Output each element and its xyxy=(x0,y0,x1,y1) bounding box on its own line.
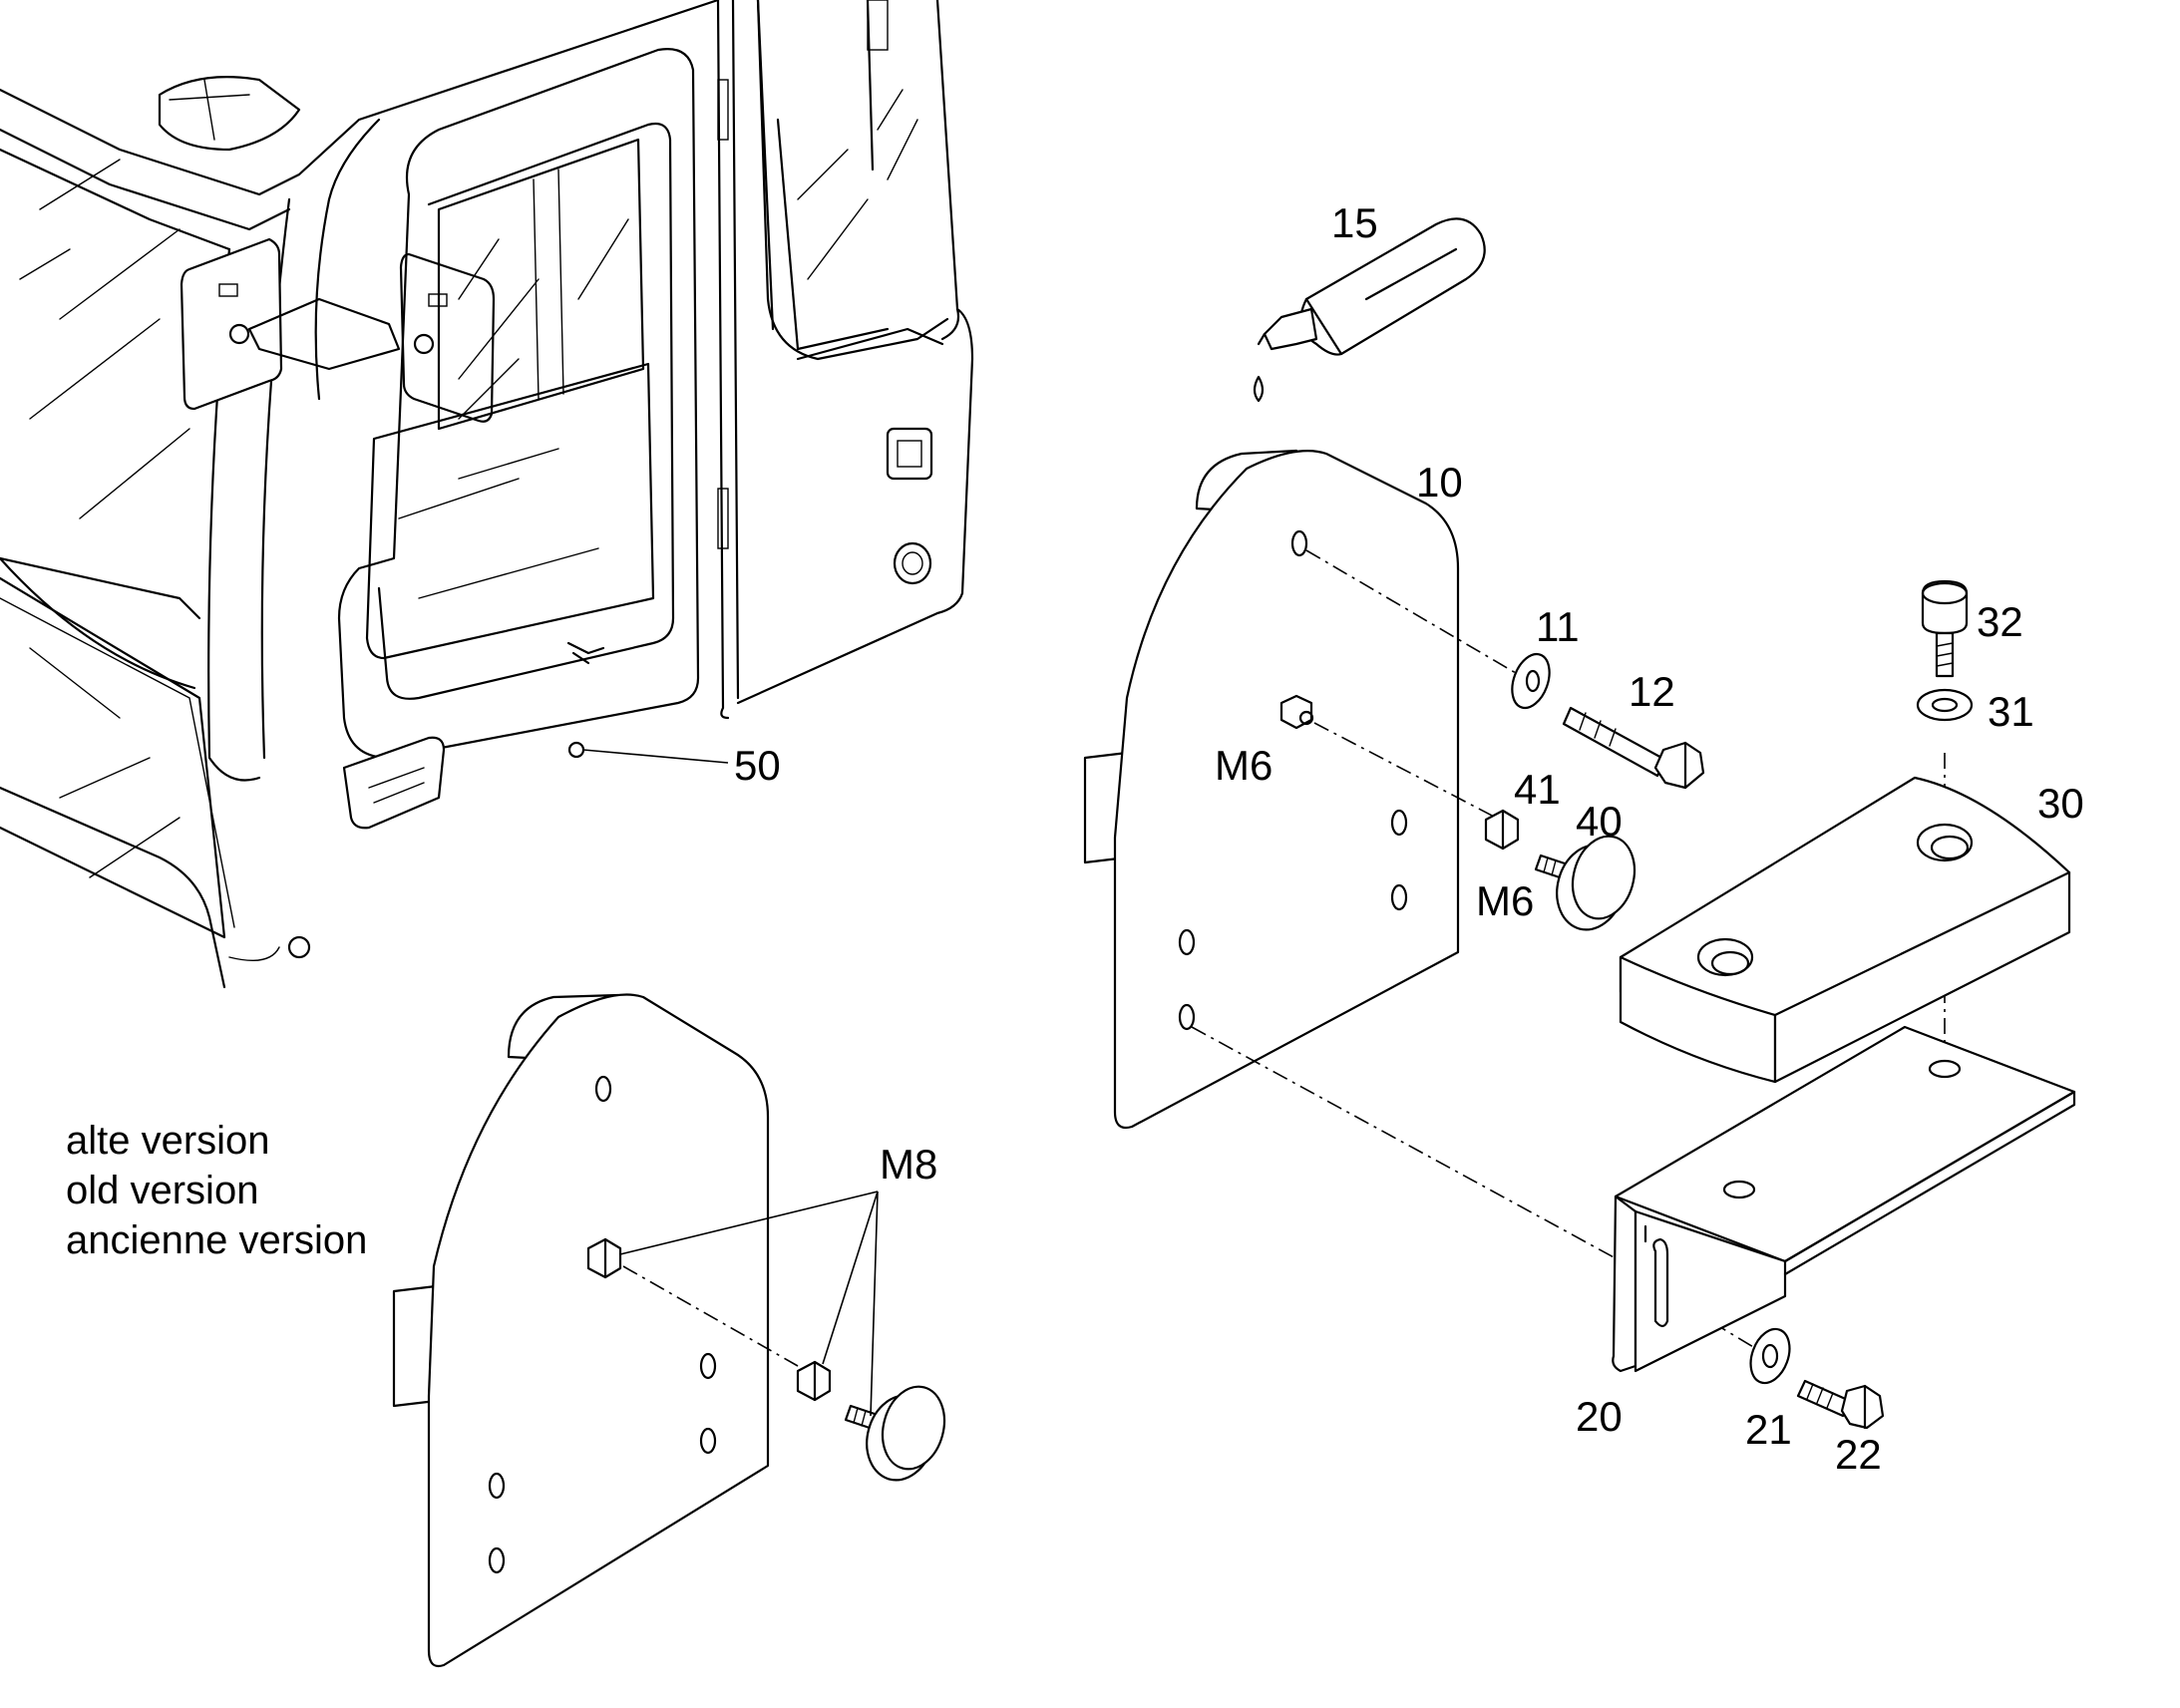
part-21-washer xyxy=(1749,1327,1791,1385)
label-31: 31 xyxy=(1988,688,2034,735)
part-41-nut xyxy=(1484,809,1520,851)
leader-50 xyxy=(582,749,729,764)
part-22-bolt xyxy=(1796,1379,1885,1430)
part-20-bracket xyxy=(1612,1025,2076,1373)
assembly-line-lower xyxy=(1191,1026,1617,1259)
label-11: 11 xyxy=(1536,603,1580,650)
label-50: 50 xyxy=(734,742,781,789)
old-version-knob xyxy=(844,1385,946,1482)
label-12: 12 xyxy=(1629,668,1675,715)
part-11-washer xyxy=(1511,652,1551,710)
old-version-plate xyxy=(392,993,770,1668)
assembly-line-upper xyxy=(1305,549,1517,674)
leader-m8-c xyxy=(870,1191,879,1417)
label-21: 21 xyxy=(1745,1406,1792,1453)
part-40-knob xyxy=(1534,835,1636,931)
label-22: 22 xyxy=(1835,1431,1882,1478)
old-version-nut xyxy=(796,1360,832,1402)
label-15: 15 xyxy=(1331,199,1378,246)
leader-m8-b xyxy=(822,1191,879,1365)
old-version-assembly-line xyxy=(622,1265,799,1367)
version-note-fr: ancienne version xyxy=(66,1218,367,1262)
assembly-line-middle xyxy=(1313,722,1497,819)
label-32: 32 xyxy=(1977,598,2023,645)
version-note-en: old version xyxy=(66,1169,258,1212)
part-10-plate xyxy=(1083,449,1460,1130)
part-32-screw xyxy=(1921,579,1969,678)
part-31-washer xyxy=(1916,688,1974,722)
label-m6-nut: M6 xyxy=(1476,877,1534,924)
part-12-bolt xyxy=(1562,706,1705,790)
leader-m8-a xyxy=(619,1191,879,1255)
label-m6-plate: M6 xyxy=(1215,742,1272,789)
label-40: 40 xyxy=(1576,798,1623,845)
label-m8: M8 xyxy=(880,1141,937,1188)
label-41: 41 xyxy=(1514,766,1561,813)
part-15-sealant-tube xyxy=(1253,217,1486,403)
label-30: 30 xyxy=(2037,780,2084,827)
version-note-de: alte version xyxy=(66,1119,270,1163)
part-50-hole xyxy=(567,741,585,759)
part-30-block xyxy=(1619,776,2071,1084)
label-20: 20 xyxy=(1576,1393,1623,1440)
cab-illustration xyxy=(0,0,974,989)
label-10: 10 xyxy=(1416,459,1463,506)
